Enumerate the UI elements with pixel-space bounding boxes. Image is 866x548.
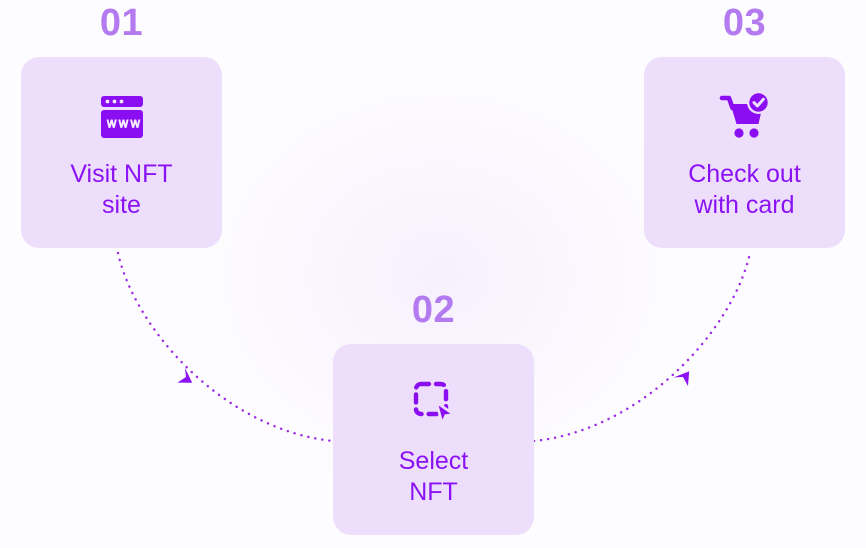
- step-number-02: 02: [411, 289, 456, 331]
- select-cursor-icon: [408, 378, 460, 430]
- connector-path-02-03: [532, 251, 752, 443]
- step-02: 02 Select NFT: [333, 291, 534, 535]
- connector-path-01-02: [116, 251, 335, 443]
- cart-check-icon: [717, 91, 773, 143]
- connector-arrowhead-01-02: [177, 367, 193, 383]
- step-01: 01 Visit: [21, 4, 222, 248]
- step-label-01: Visit NFT site: [70, 160, 173, 219]
- step-label-02: Select NFT: [398, 447, 469, 506]
- connector-arrowhead-02-03: [673, 371, 690, 387]
- step-card-02[interactable]: Select NFT: [333, 344, 534, 535]
- step-label-03: Check out with card: [688, 160, 801, 219]
- step-card-01[interactable]: Visit NFT site: [21, 57, 222, 248]
- step-card-03[interactable]: Check out with card: [644, 57, 845, 248]
- step-number-01: 01: [99, 2, 144, 44]
- browser-www-icon: [95, 91, 149, 143]
- step-03: 03 Check out with card: [644, 4, 845, 248]
- step-number-03: 03: [722, 2, 767, 44]
